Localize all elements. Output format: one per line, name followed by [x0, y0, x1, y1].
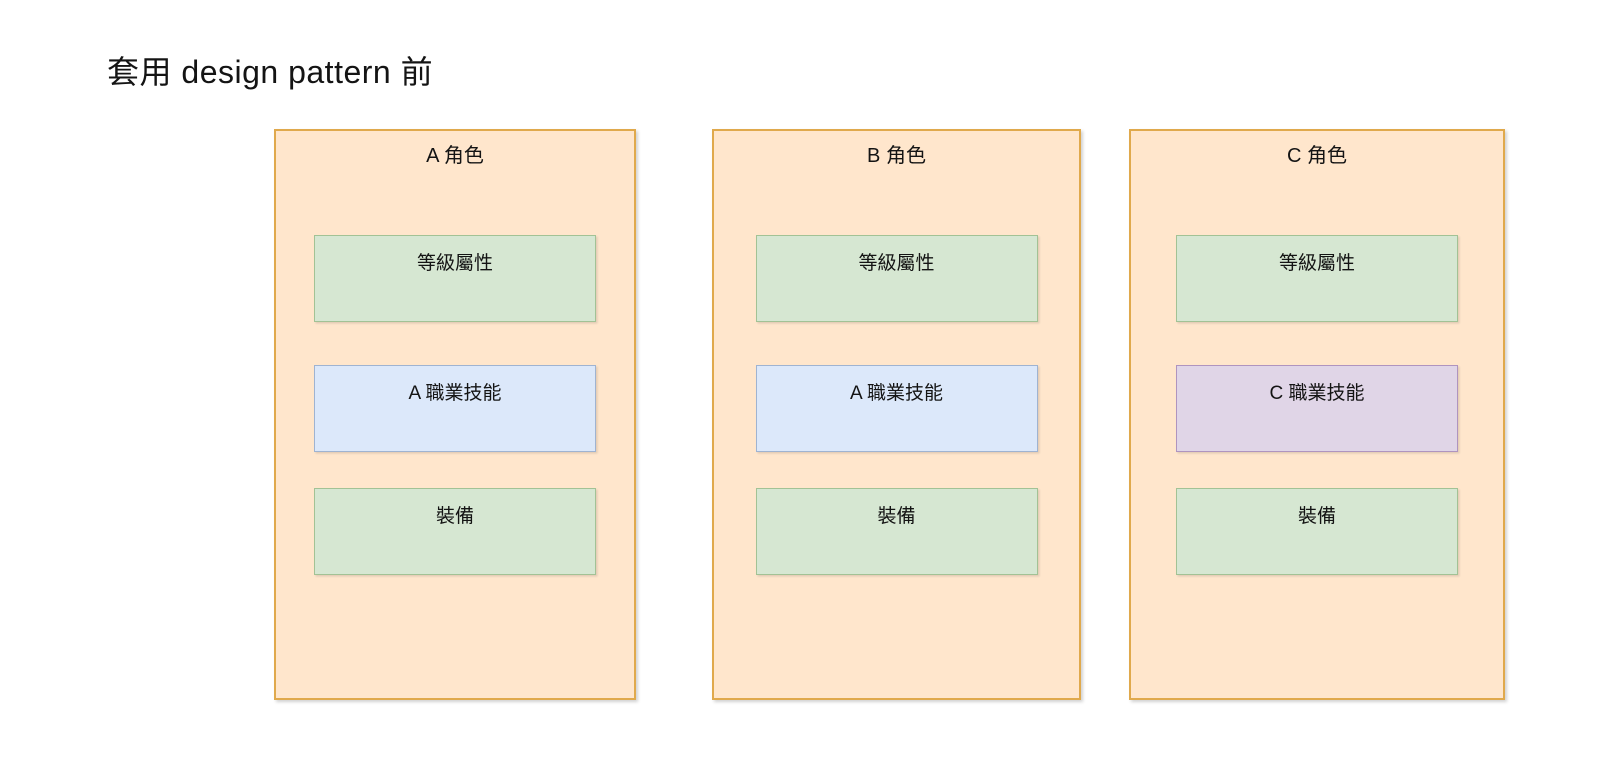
box-equipment-b: 裝備 [755, 488, 1038, 575]
panel-title-c: C 角色 [1287, 145, 1347, 167]
diagram-title: 套用 design pattern 前 [107, 54, 434, 90]
panel-title-b: B 角色 [867, 145, 926, 167]
box-label: 裝備 [877, 506, 916, 527]
box-label: 等級屬性 [416, 253, 493, 274]
box-label: 裝備 [1297, 506, 1336, 527]
panel-character-a: A 角色 等級屬性 A 職業技能 裝備 [274, 129, 636, 700]
box-label: A 職業技能 [850, 383, 943, 404]
panel-character-c: C 角色 等級屬性 C 職業技能 裝備 [1129, 129, 1505, 700]
box-label: C 職業技能 [1269, 383, 1365, 404]
box-job-skill-c: C 職業技能 [1176, 365, 1458, 452]
box-label: 等級屬性 [858, 253, 935, 274]
box-level-attributes-a: 等級屬性 [314, 235, 596, 322]
box-job-skill-a: A 職業技能 [314, 365, 596, 452]
panel-title-a: A 角色 [426, 145, 484, 167]
box-equipment-a: 裝備 [314, 488, 596, 575]
panel-character-b: B 角色 等級屬性 A 職業技能 裝備 [712, 129, 1081, 700]
box-level-attributes-c: 等級屬性 [1176, 235, 1458, 322]
box-label: A 職業技能 [408, 383, 502, 404]
box-level-attributes-b: 等級屬性 [755, 235, 1038, 322]
box-equipment-c: 裝備 [1176, 488, 1458, 575]
box-job-skill-b: A 職業技能 [755, 365, 1038, 452]
box-label: 等級屬性 [1278, 253, 1355, 274]
box-label: 裝備 [435, 506, 474, 527]
